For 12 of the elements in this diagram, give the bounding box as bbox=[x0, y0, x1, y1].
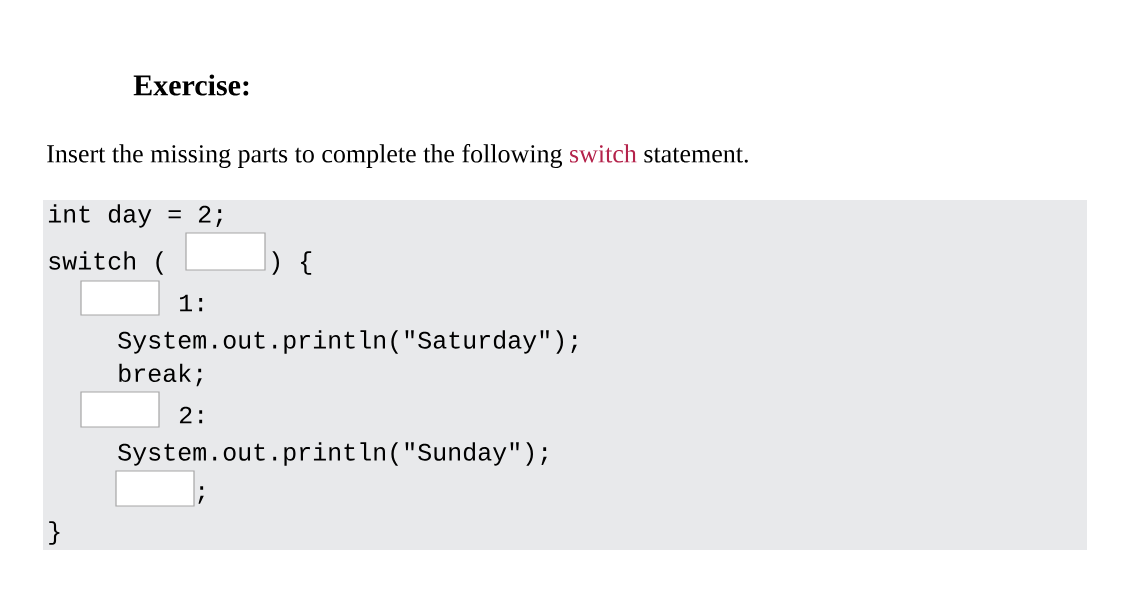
code-line: } bbox=[49, 521, 60, 545]
code-line: 2: bbox=[179, 406, 203, 424]
code-line: ) { bbox=[272, 251, 312, 275]
code-line: int day = 2; bbox=[48, 204, 222, 228]
code-line: 1: bbox=[180, 294, 203, 312]
code-line: break; bbox=[119, 363, 202, 387]
code-line: System.out.println("Saturday"); bbox=[118, 330, 577, 354]
code-line: System.out.println("Sunday"); bbox=[118, 442, 547, 466]
code-line: switch ( bbox=[49, 251, 164, 275]
instruction-text: Insert the missing parts to complete the following switch statement. bbox=[47, 144, 748, 168]
code-line: ; bbox=[198, 486, 204, 504]
heading: Exercise: bbox=[133, 74, 249, 96]
